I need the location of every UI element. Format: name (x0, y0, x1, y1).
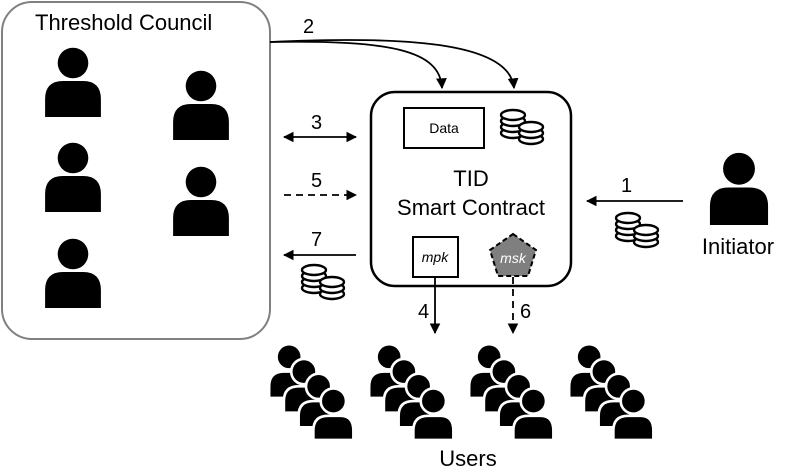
step-4-label: 4 (418, 301, 429, 323)
step-2-arrow-b (269, 39, 519, 90)
step-5-label: 5 (311, 170, 322, 192)
step-1-coins-icon (614, 211, 660, 249)
step-7-label: 7 (311, 229, 322, 251)
users-group-icon-1 (267, 342, 355, 440)
council-member-icon-5 (45, 238, 101, 308)
smart-contract-box (369, 90, 573, 288)
users-group-icon-3 (467, 342, 555, 440)
users-label: Users (439, 446, 496, 471)
data-label: Data (429, 120, 459, 136)
initiator-label: Initiator (702, 234, 774, 259)
contract-title-line2: Smart Contract (397, 195, 545, 220)
users-group-icon-2 (367, 342, 455, 440)
threshold-council-box (1, 1, 271, 340)
contract-coins-icon (499, 108, 545, 146)
threshold-council-title: Threshold Council (35, 10, 212, 35)
council-member-icon-4 (173, 166, 229, 236)
step-2-arrow-a (269, 40, 447, 90)
step-2-label: 2 (303, 16, 314, 38)
msk-label: msk (500, 250, 527, 266)
data-box (403, 107, 485, 149)
contract-title-line1: TID (453, 166, 488, 191)
step-6-label: 6 (520, 301, 531, 323)
council-member-icon-1 (45, 47, 101, 117)
council-member-icon-3 (45, 142, 101, 212)
mpk-label: mpk (422, 249, 449, 265)
step-1-label: 1 (621, 175, 632, 197)
initiator-icon (709, 152, 769, 225)
step-7-coins-icon (300, 263, 346, 301)
council-member-icon-2 (173, 70, 229, 140)
msk-pentagon (488, 232, 538, 277)
step-3-label: 3 (311, 112, 322, 134)
users-group-icon-4 (567, 342, 655, 440)
